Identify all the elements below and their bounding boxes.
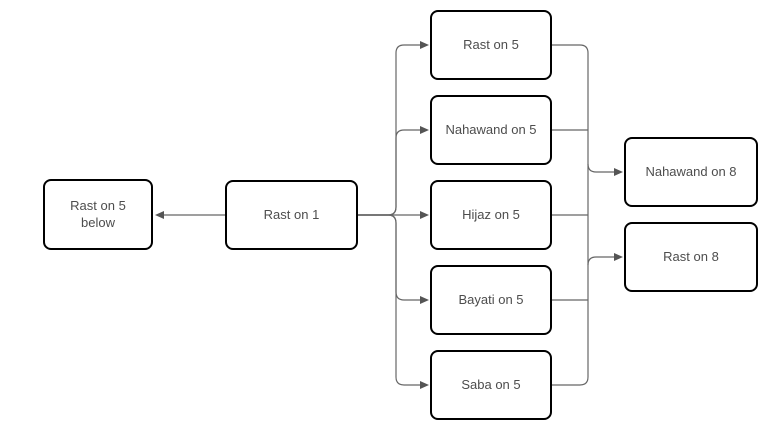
node-rast-on-5-below: Rast on 5 below [43,179,153,250]
node-label: Bayati on 5 [458,291,524,307]
node-label: Nahawand on 8 [645,163,737,179]
node-nahawand-on-5: Nahawand on 5 [430,95,552,165]
node-hijaz-on-5: Hijaz on 5 [430,180,552,250]
arrowhead-left-icon [155,211,164,219]
node-rast-on-5: Rast on 5 [430,10,552,80]
edge-rast-on-1-to-bayati-on-5 [358,214,420,301]
edge-collector-to-rast-on-8 [587,256,614,266]
edge-rast-on-1-to-saba-on-5 [358,214,420,386]
node-saba-on-5: Saba on 5 [430,350,552,420]
edge-rast-on-5-to-collector [552,44,589,54]
node-label: Saba on 5 [461,376,521,392]
node-nahawand-on-8: Nahawand on 8 [624,137,758,207]
arrowhead-right-icon [614,168,623,176]
node-bayati-on-5: Bayati on 5 [430,265,552,335]
node-rast-on-8: Rast on 8 [624,222,758,292]
node-label: Nahawand on 5 [445,121,537,137]
arrowhead-right-icon [420,296,429,304]
node-label: Rast on 1 [263,206,320,222]
edge-rast-on-1-to-nahawand-on-5 [358,129,420,216]
node-label: Rast on 5 [463,36,519,52]
arrowhead-right-icon [420,211,429,219]
edge-saba-on-5-to-collector [552,376,589,386]
arrowhead-right-icon [420,381,429,389]
node-label: Rast on 8 [663,248,719,264]
arrowhead-right-icon [420,41,429,49]
node-label: Rast on 5 below [70,197,126,230]
arrowhead-right-icon [614,253,623,261]
edge-collector-to-nahawand-on-8 [587,163,614,173]
node-label: Hijaz on 5 [462,206,520,222]
node-rast-on-1: Rast on 1 [225,180,358,250]
arrowhead-right-icon [420,126,429,134]
